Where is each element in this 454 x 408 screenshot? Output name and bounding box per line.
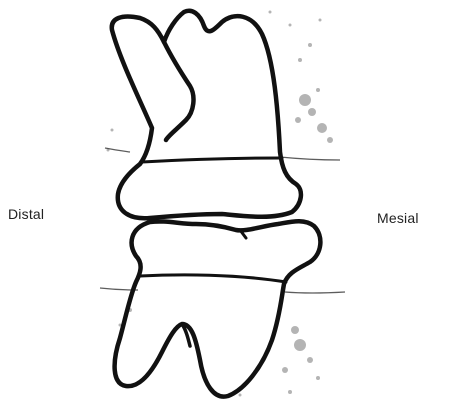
lower-cej-line <box>140 275 286 282</box>
distal-label: Distal <box>8 206 44 222</box>
upper-cej-line <box>142 158 282 162</box>
upper-root-split <box>164 42 193 140</box>
tooth-outlines <box>112 11 321 397</box>
lower-tooth-outline <box>115 221 321 396</box>
mesial-label: Mesial <box>377 210 419 226</box>
upper-tooth-outline <box>112 11 301 218</box>
